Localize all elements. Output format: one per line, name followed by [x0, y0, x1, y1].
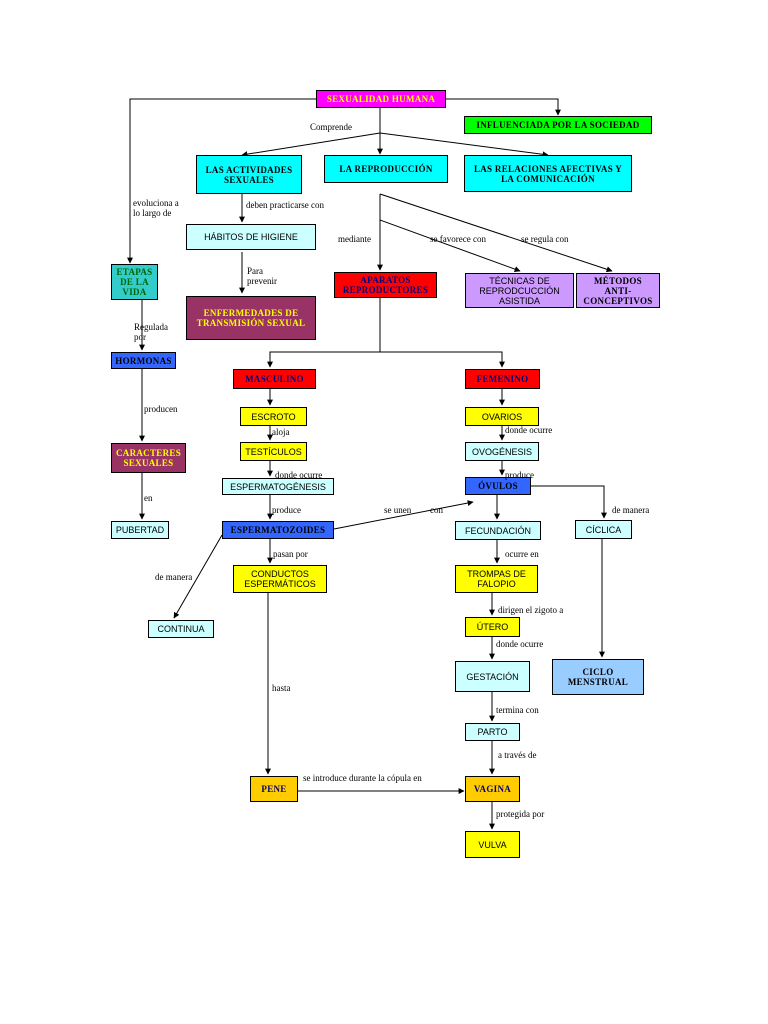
node-tecnicas-reproduccion: TÉCNICAS DE REPRODCUCCIÓN ASISTIDA [465, 273, 574, 308]
node-actividades-sexuales: LAS ACTIVIDADES SEXUALES [196, 155, 302, 194]
label-aloja: aloja [272, 427, 290, 437]
label-para-prevenir: Para prevenir [247, 266, 277, 286]
node-gestacion: GESTACIÓN [455, 661, 530, 692]
label-termina-con: termina con [496, 705, 539, 715]
node-aparatos-reproductores: APARATOS REPRODUCTORES [334, 272, 437, 298]
node-femenino: FEMENINO [465, 369, 540, 389]
node-trompas-falopio: TROMPAS DE FALOPIO [455, 565, 538, 593]
label-deben-practicarse: deben practicarse con [246, 200, 324, 210]
node-influenciada: INFLUENCIADA POR LA SOCIEDAD [464, 116, 652, 134]
link-espermatozoides-ovulos [333, 500, 474, 530]
label-pasan-por: pasan por [273, 549, 308, 559]
node-masculino: MASCULINO [233, 369, 316, 389]
label-donde-ocurre-ovarios: donde ocurre [505, 425, 553, 435]
label-produce-espermatogenesis: produce [272, 505, 301, 515]
label-regulada-por: Regulada por [134, 322, 168, 342]
node-continua: CONTINUA [148, 620, 214, 638]
node-etapas-vida: ETAPAS DE LA VIDA [111, 264, 158, 300]
node-pene: PENE [250, 776, 298, 802]
node-conductos-espermaticos: CONDUCTOS ESPERMÁTICOS [233, 565, 327, 593]
label-ocurre-en: ocurre en [505, 549, 539, 559]
link-root-etapas [127, 98, 316, 264]
node-relaciones-afectivas: LAS RELACIONES AFECTIVAS Y LA COMUNICACI… [464, 155, 632, 192]
label-se-favorece: se favorece con [430, 234, 486, 244]
label-dirigen-zigoto: dirigen el zigoto a [498, 605, 564, 615]
label-de-manera-ciclica: de manera [612, 505, 650, 515]
link-ovulos-ciclica [531, 485, 607, 519]
node-caracteres-sexuales: CARACTERES SEXUALES [111, 443, 186, 473]
node-utero: ÚTERO [465, 617, 520, 637]
node-habitos-higiene: HÁBITOS DE HIGIENE [186, 224, 316, 250]
label-mediante: mediante [338, 234, 371, 244]
label-con: con [430, 505, 443, 515]
label-donde-ocurre-utero: donde ocurre [496, 639, 544, 649]
node-ovulos: ÓVULOS [465, 477, 531, 495]
label-donde-ocurre-testiculos: donde ocurre [275, 470, 323, 480]
node-fecundacion: FECUNDACIÓN [455, 521, 541, 540]
label-produce-ovogenesis: produce [505, 470, 534, 480]
label-se-introduce: se introduce durante la cópula en [303, 773, 422, 783]
label-se-unen: se unen [384, 505, 412, 515]
node-pubertad: PUBERTAD [111, 521, 169, 539]
node-enfermedades: ENFERMEDADES DE TRANSMISIÓN SEXUAL [186, 296, 316, 340]
link-aparatos-masculino [267, 351, 380, 368]
label-de-manera-continua: de manera [155, 572, 193, 582]
label-se-regula: se regula con [521, 234, 569, 244]
label-en: en [144, 493, 153, 503]
node-parto: PARTO [465, 723, 520, 741]
label-hasta: hasta [272, 683, 291, 693]
node-sexualidad-humana: SEXUALIDAD HUMANA [316, 90, 446, 108]
link-aparatos-femenino [380, 351, 505, 368]
node-vulva: VULVA [465, 831, 520, 858]
node-hormonas: HORMONAS [111, 352, 176, 369]
label-a-traves-de: a través de [498, 750, 537, 760]
link-reproduccion-metodos [379, 193, 613, 273]
node-escroto: ESCROTO [240, 407, 307, 426]
node-espermatozoides: ESPERMATOZOIDES [222, 521, 334, 539]
node-espermatogenesis: ESPERMATOGÉNESIS [222, 478, 334, 495]
node-metodos-anticonceptivos: MÉTODOS ANTI-CONCEPTIVOS [576, 273, 660, 308]
node-testiculos: TESTÍCULOS [240, 442, 307, 461]
label-evoluciona: evoluciona a lo largo de [133, 198, 179, 218]
link-reproduccion-tecnicas [379, 219, 521, 272]
node-ciclo-menstrual: CICLO MENSTRUAL [552, 659, 644, 695]
link-root-relaciones [379, 132, 549, 158]
node-ciclica: CÍCLICA [575, 520, 632, 539]
node-reproduccion: LA REPRODUCCIÓN [324, 155, 448, 183]
link-espermatozoides-continua [173, 534, 223, 619]
node-ovarios: OVARIOS [465, 407, 539, 426]
label-protegida-por: protegida por [496, 809, 545, 819]
node-vagina: VAGINA [465, 776, 520, 802]
link-root-actividades [241, 132, 381, 158]
label-producen: producen [144, 404, 178, 414]
node-ovogenesis: OVOGÉNESIS [465, 442, 539, 461]
label-comprende: Comprende [310, 122, 352, 132]
link-root-influenciada [446, 98, 561, 116]
